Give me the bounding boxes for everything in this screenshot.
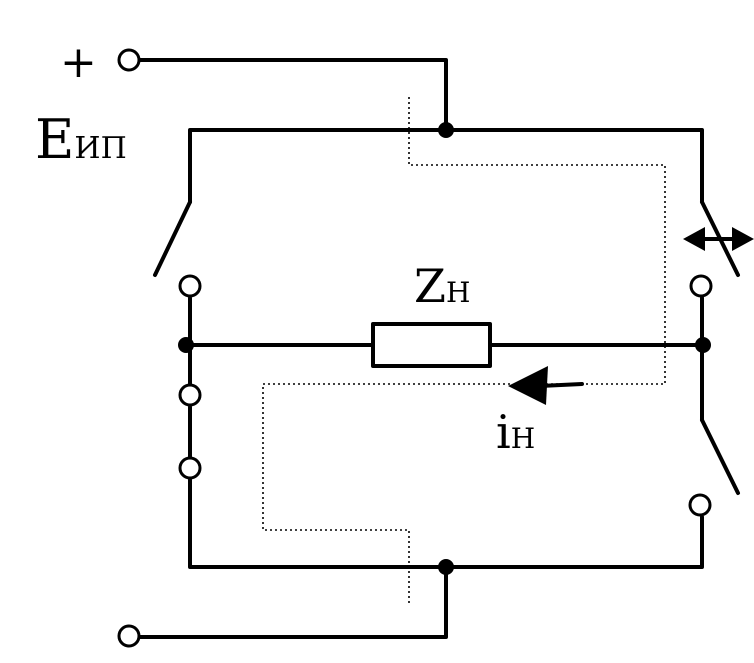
current-label-sub: Н	[511, 422, 535, 455]
junction-right	[695, 337, 711, 353]
positive-supply-wire	[138, 58, 448, 132]
bottom-bus-wire	[188, 478, 704, 569]
left-switch-blade	[153, 200, 192, 277]
source-label-sub: ИП	[74, 131, 126, 166]
source-label: EИП	[35, 108, 127, 171]
current-label-main: i	[496, 405, 511, 459]
left-arrow-icon	[508, 366, 584, 405]
load-impedance	[371, 322, 492, 368]
load-label: ZН	[414, 259, 470, 313]
junction-top	[438, 122, 454, 138]
plus-sign: +	[60, 37, 97, 88]
double-arrow-icon	[683, 227, 754, 251]
negative-supply-wire	[138, 565, 448, 639]
current-path-upper	[408, 97, 666, 385]
load-label-sub: Н	[446, 276, 470, 309]
right-lower-switch-blade	[700, 418, 740, 495]
load-label-main: Z	[414, 259, 446, 313]
right-switch-contact-lower	[688, 493, 712, 517]
left-contact-lower	[178, 456, 202, 480]
left-switch-contact	[178, 274, 202, 298]
right-switch-contact-upper	[689, 274, 713, 298]
current-label: iН	[496, 405, 535, 459]
junction-bottom	[438, 559, 454, 575]
negative-terminal	[117, 624, 141, 648]
left-contact-upper	[178, 383, 202, 407]
top-bus-wire	[188, 128, 704, 204]
source-label-main: E	[35, 108, 74, 171]
junction-left	[178, 337, 194, 353]
positive-terminal	[117, 48, 141, 72]
current-path-lower	[262, 383, 510, 604]
